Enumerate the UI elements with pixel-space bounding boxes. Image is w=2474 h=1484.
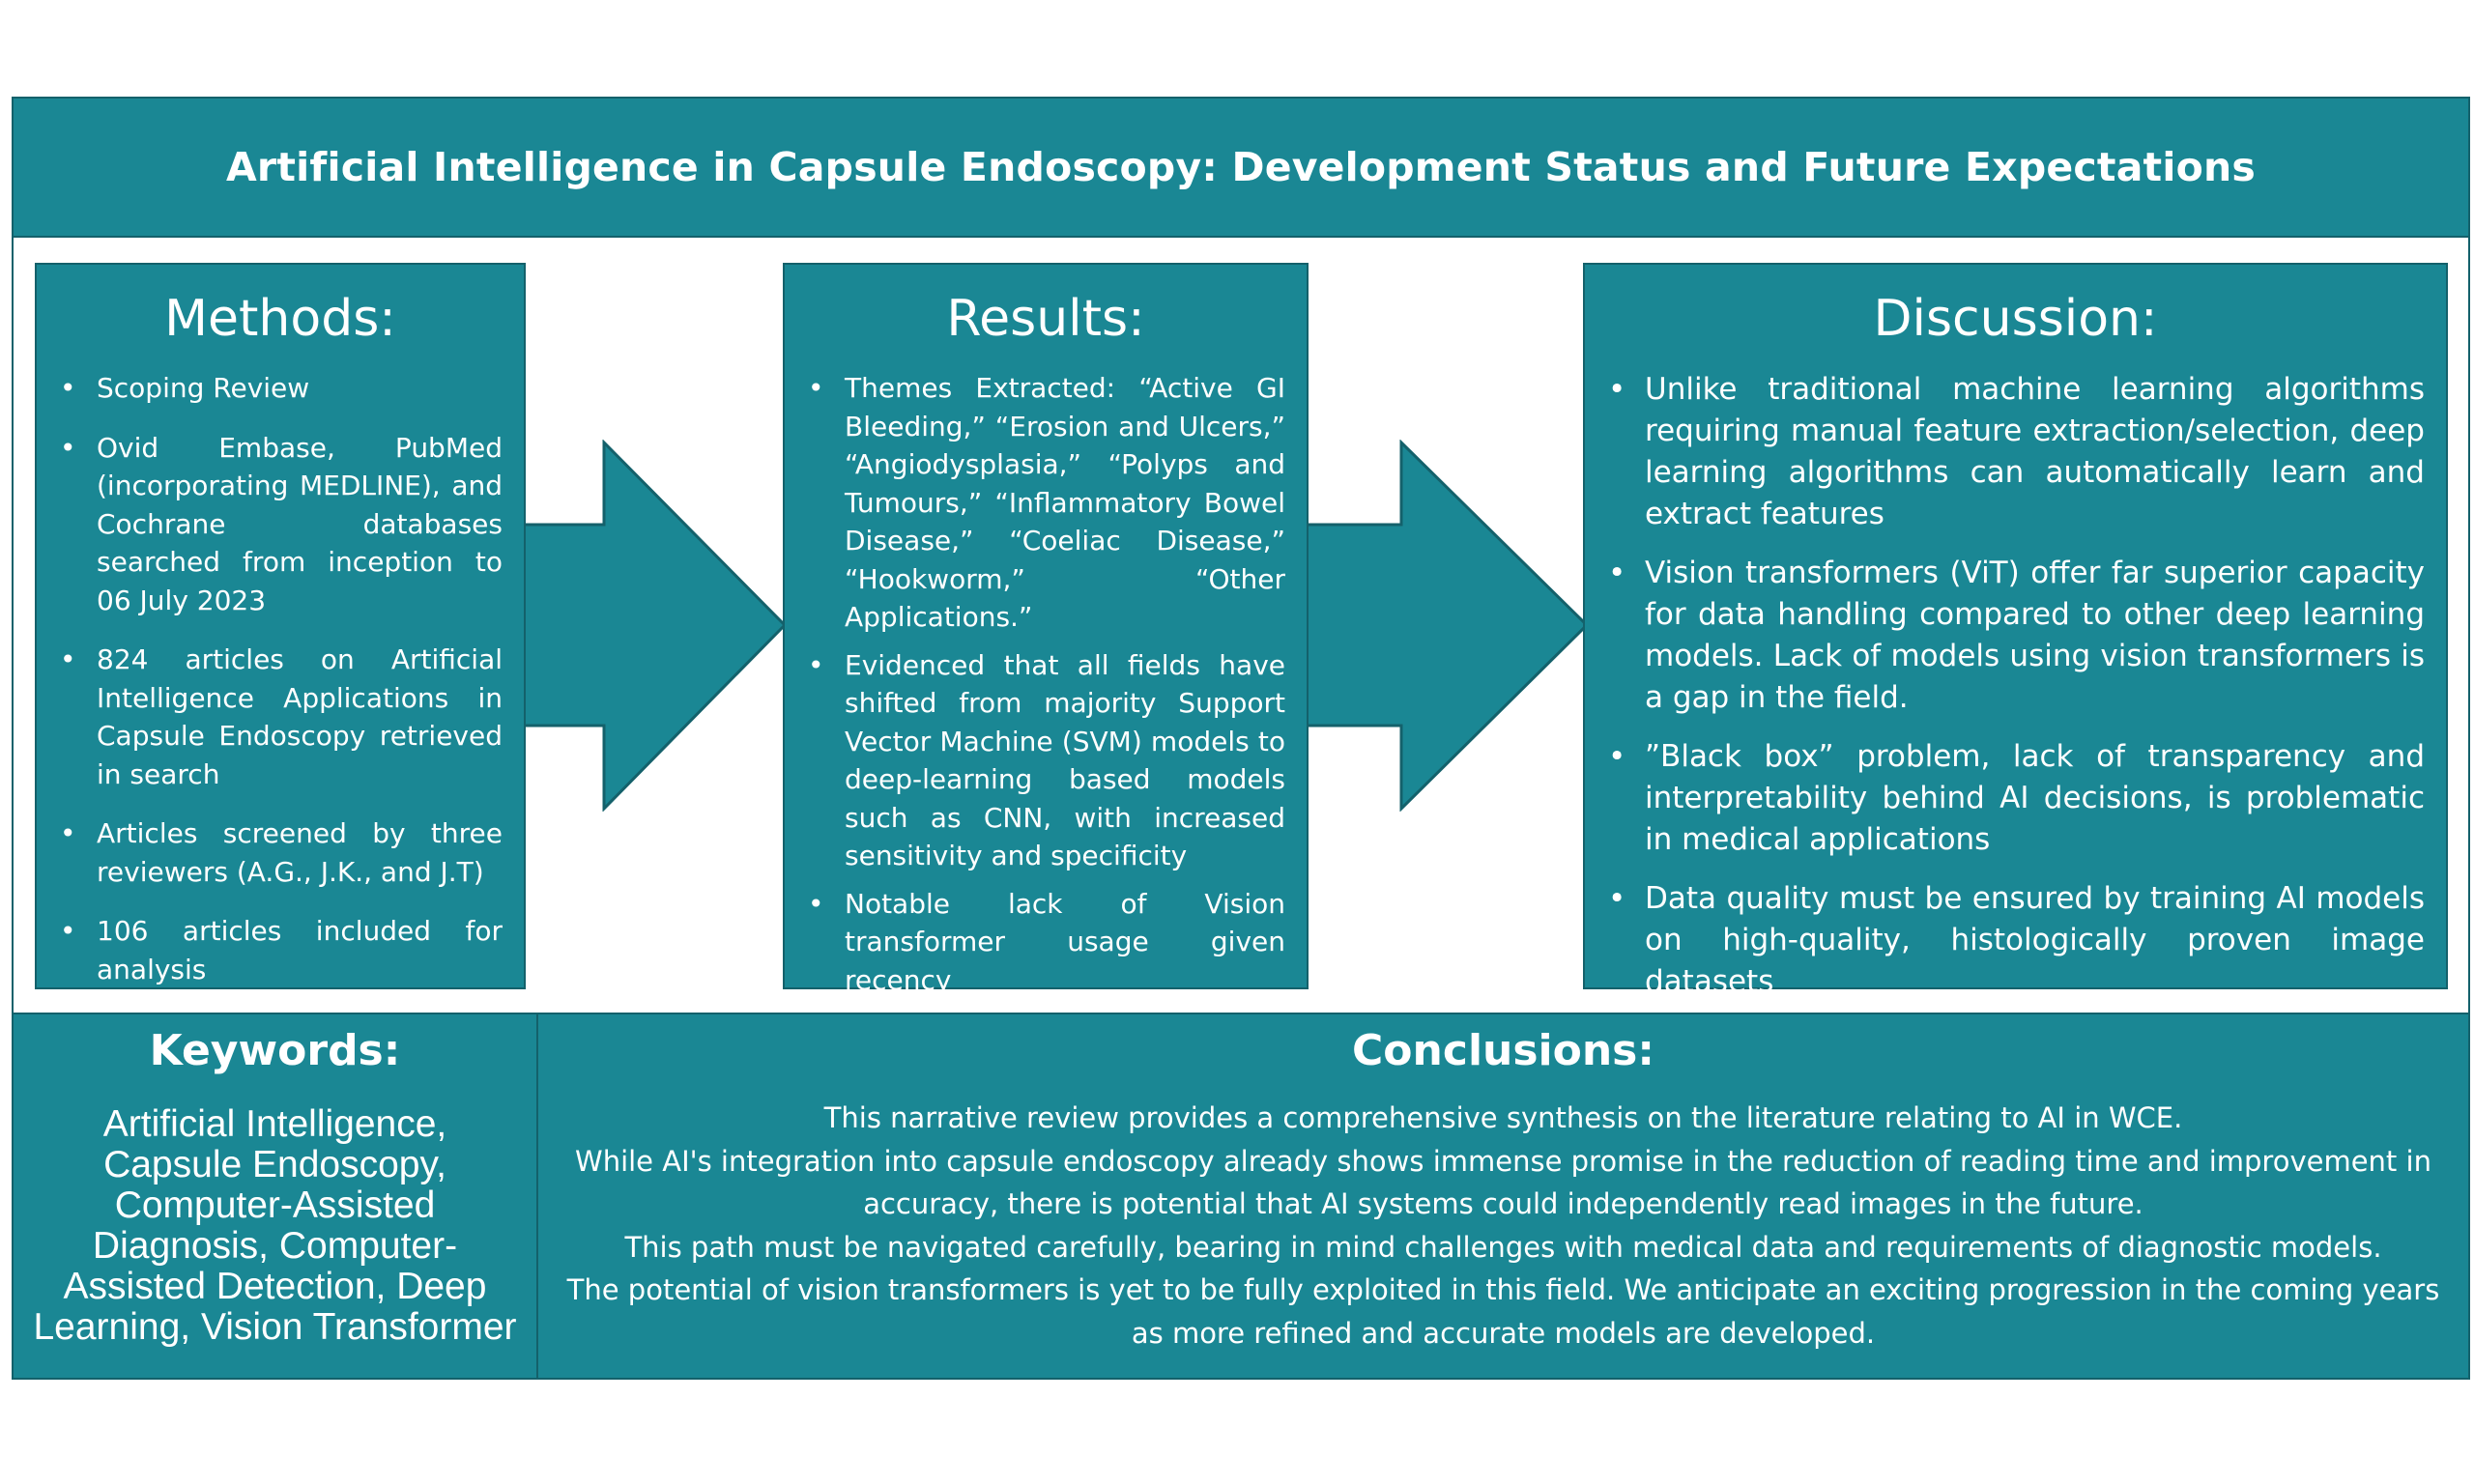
conclusions-heading: Conclusions: bbox=[1352, 1026, 1654, 1075]
methods-panel: Methods: •Scoping Review •Ovid Embase, P… bbox=[35, 263, 526, 989]
list-item: •Themes Extracted: “Active GI Bleeding,”… bbox=[806, 369, 1285, 637]
results-panel: Results: •Themes Extracted: “Active GI B… bbox=[783, 263, 1309, 996]
conclusion-paragraph: This path must be navigated carefully, b… bbox=[624, 1230, 2382, 1264]
conclusions-panel: Conclusions: This narrative review provi… bbox=[536, 1013, 2470, 1380]
list-item: •Ovid Embase, PubMed (incorporating MEDL… bbox=[58, 429, 503, 620]
bullet-icon: • bbox=[60, 643, 76, 675]
list-item: •Unlike traditional machine learning alg… bbox=[1606, 369, 2425, 535]
methods-heading: Methods: bbox=[164, 290, 396, 348]
bullet-icon: • bbox=[1608, 556, 1626, 590]
bullet-icon: • bbox=[1608, 372, 1626, 407]
bullet-icon: • bbox=[808, 887, 824, 920]
list-item: •Notable lack of Vision transformer usag… bbox=[806, 885, 1285, 1000]
list-item: •Evidenced that all fields have shifted … bbox=[806, 646, 1285, 875]
list-item: •106 articles included for analysis bbox=[58, 912, 503, 988]
keywords-panel: Keywords: Artificial Intelligence, Capsu… bbox=[12, 1013, 538, 1380]
bullet-icon: • bbox=[808, 372, 824, 404]
discussion-panel: Discussion: •Unlike traditional machine … bbox=[1583, 263, 2448, 999]
list-item: •824 articles on Artificial Intelligence… bbox=[58, 641, 503, 793]
results-heading: Results: bbox=[946, 290, 1145, 348]
bullet-icon: • bbox=[1608, 881, 1626, 916]
results-list: •Themes Extracted: “Active GI Bleeding,”… bbox=[785, 369, 1307, 999]
discussion-list: •Unlike traditional machine learning alg… bbox=[1585, 369, 2446, 1003]
bullet-icon: • bbox=[60, 817, 76, 849]
arrow-methods-to-results bbox=[522, 440, 788, 812]
bullet-icon: • bbox=[1608, 739, 1626, 774]
bullet-icon: • bbox=[60, 431, 76, 464]
conclusions-body: This narrative review provides a compreh… bbox=[565, 1097, 2441, 1355]
discussion-heading: Discussion: bbox=[1873, 290, 2158, 348]
keywords-heading: Keywords: bbox=[149, 1026, 401, 1075]
title-bar: Artificial Intelligence in Capsule Endos… bbox=[12, 97, 2470, 238]
bullet-icon: • bbox=[60, 372, 76, 404]
methods-list: •Scoping Review •Ovid Embase, PubMed (in… bbox=[37, 369, 524, 988]
bullet-icon: • bbox=[60, 915, 76, 947]
list-item: •Articles screened by three reviewers (A… bbox=[58, 814, 503, 891]
keywords-text: Artificial Intelligence, Capsule Endosco… bbox=[33, 1103, 517, 1348]
list-item: •Scoping Review bbox=[58, 369, 503, 408]
page-title: Artificial Intelligence in Capsule Endos… bbox=[226, 144, 2256, 190]
arrow-results-to-discussion bbox=[1305, 440, 1590, 812]
list-item: •Vision transformers (ViT) offer far sup… bbox=[1606, 553, 2425, 719]
conclusion-paragraph: This narrative review provides a compreh… bbox=[823, 1101, 2183, 1134]
list-item: •Data quality must be ensured by trainin… bbox=[1606, 878, 2425, 1003]
list-item: •”Black box” problem, lack of transparen… bbox=[1606, 736, 2425, 861]
bullet-icon: • bbox=[808, 648, 824, 681]
conclusion-paragraph: While AI's integration into capsule endo… bbox=[575, 1144, 2431, 1221]
conclusion-paragraph: The potential of vision transformers is … bbox=[566, 1273, 2440, 1350]
